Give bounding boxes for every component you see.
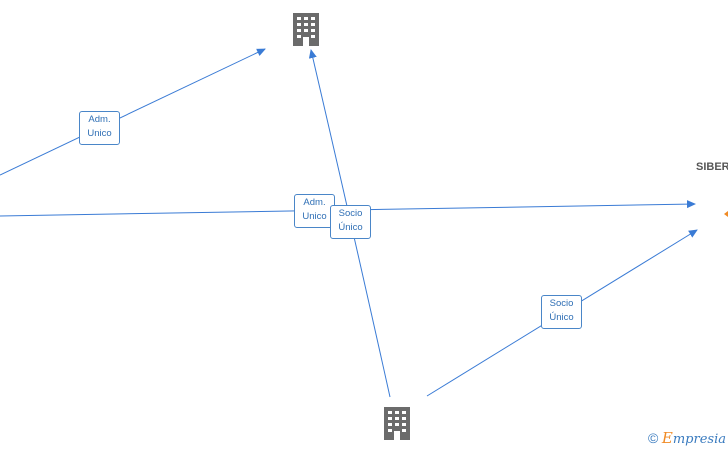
edge-label-adm-unico-center: Adm. Unico [294,194,335,228]
brand-name: mpresia [672,432,726,447]
right-node-marker [724,211,728,217]
edge-left-to-top [0,48,266,176]
building-icon [384,407,410,440]
copyright-icon: © [647,430,659,446]
building-icon [293,13,319,46]
edge-label-adm-unico-top: Adm. Unico [79,111,120,145]
brand-initial: E [661,429,673,447]
brand-watermark: © Empresia [648,429,726,447]
edge-label-socio-unico-center: Socio Único [330,205,371,239]
edge-label-socio-unico-right: Socio Único [541,295,582,329]
node-label-right[interactable]: SIBER [696,161,728,173]
